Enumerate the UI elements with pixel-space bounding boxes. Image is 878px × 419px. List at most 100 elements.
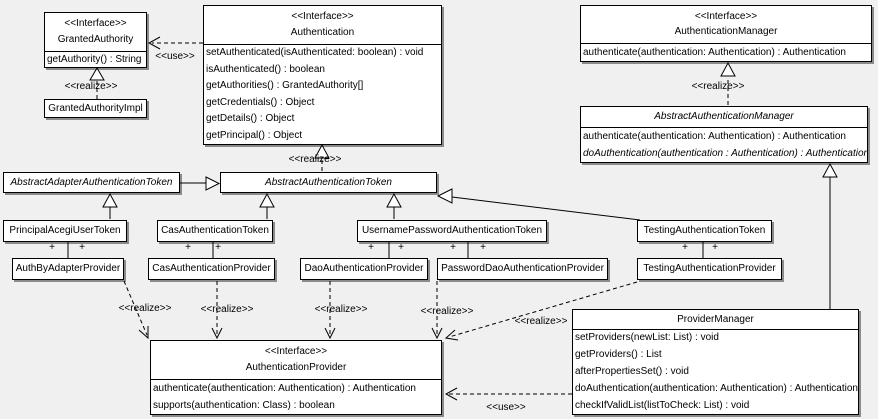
multiplicity-plus: + (712, 242, 718, 253)
realize-abstract-manager-to-authentication-manager-edge (720, 61, 736, 105)
class-name: AuthByAdapterProvider (15, 263, 121, 274)
use-authentication-to-granted-authority-edge (147, 36, 203, 50)
method: authenticate(authentication: Authenticat… (153, 382, 416, 394)
class-name: CasAuthenticationProvider (152, 263, 271, 274)
methods-compartment: getAuthority() : String (45, 51, 146, 67)
class-principal-acegi-user-token[interactable]: PrincipalAcegiUserToken (3, 220, 127, 242)
class-name: DaoAuthenticationProvider (304, 263, 424, 274)
realize-granted-authority-impl-edge (89, 67, 105, 99)
class-granted-authority[interactable]: <<Interface>> GrantedAuthority getAuthorit… (44, 12, 147, 68)
realize-testing-provider-edge (444, 281, 638, 341)
method: authenticate(authentication: Authenticat… (583, 46, 846, 58)
class-username-password-authentication-token[interactable]: UsernamePasswordAuthenticationToken (357, 220, 547, 242)
class-password-dao-authentication-provider[interactable]: PasswordDaoAuthenticationProvider (437, 258, 608, 280)
class-dao-authentication-provider[interactable]: DaoAuthenticationProvider (300, 258, 428, 280)
class-cas-authentication-token[interactable]: CasAuthenticationToken (157, 220, 273, 242)
methods-compartment: authenticate(authentication: Authenticat… (581, 127, 867, 162)
class-authentication[interactable]: <<Interface>>Authentication setAuthentica… (203, 5, 442, 145)
title-compartment: <<Interface>> AuthenticationManager (581, 6, 871, 43)
method: checkIfValidList(listToCheck: List) : vo… (575, 399, 750, 411)
method: getCredentials() : Object (206, 96, 315, 108)
generalization-testing-token-to-abstract-token (436, 188, 641, 221)
class-authentication-manager[interactable]: <<Interface>> AuthenticationManager authen… (580, 5, 872, 62)
class-provider-manager[interactable]: ProviderManager setProviders(newList: Lis… (572, 309, 859, 415)
multiplicity-plus: + (215, 242, 221, 253)
method: getAuthorities() : GrantedAuthority[] (206, 80, 364, 92)
realize-cas-provider-edge (211, 281, 223, 340)
title-compartment: AbstractAdapterAuthenticationToken (4, 173, 179, 192)
title-compartment: CasAuthenticationToken (158, 221, 272, 241)
method: supports(authentication: Class) : boolea… (153, 399, 335, 411)
multiplicity-plus: + (682, 242, 688, 253)
multiplicity-plus: + (185, 242, 191, 253)
class-name: AbstractAuthenticationToken (265, 176, 392, 188)
class-abstract-authentication-manager[interactable]: AbstractAuthenticationManager authenticat… (580, 106, 868, 163)
stereotype-label: <<Interface>> (64, 18, 127, 29)
class-name: AuthenticationManager (674, 26, 778, 38)
class-auth-by-adapter-provider[interactable]: AuthByAdapterProvider (12, 258, 124, 280)
class-authentication-provider[interactable]: <<Interface>> AuthenticationProvider authe… (150, 340, 442, 415)
method: afterPropertiesSet() : void (575, 365, 689, 377)
title-compartment: ProviderManager (573, 310, 858, 329)
method: isAuthenticated() : boolean (206, 63, 325, 75)
title-compartment: TestingAuthenticationToken (638, 221, 771, 241)
realize-dao-provider-edge (324, 281, 336, 340)
class-name: ProviderManager (677, 313, 754, 325)
stereotype-label: <<Interface>> (291, 11, 354, 22)
method: getAuthority() : String (47, 53, 142, 65)
generalization-principal-token-to-adapter-token (102, 192, 118, 219)
title-compartment: <<Interface>> AuthenticationProvider (151, 341, 441, 379)
title-compartment: PrincipalAcegiUserToken (4, 221, 126, 241)
generalization-username-password-token-to-abstract-token (386, 192, 402, 219)
use-granted-authority-label: <<use>> (155, 51, 195, 62)
method: getPrincipal() : Object (206, 129, 303, 141)
method: doAuthentication(authentication : Authen… (583, 147, 867, 159)
class-name: GrantedAuthority (57, 34, 134, 45)
class-name: AuthenticationProvider (245, 362, 347, 373)
title-compartment: TestingAuthenticationProvider (638, 259, 781, 279)
realize-cas-authentication-provider-label: <<realize>> (200, 304, 254, 315)
methods-compartment: authenticate(authentication: Authenticat… (581, 43, 871, 61)
method: setProviders(newList: List) : void (575, 332, 719, 344)
title-compartment: GrantedAuthorityImpl (45, 100, 146, 117)
realize-dao-authentication-provider-label: <<realize>> (314, 304, 368, 315)
realize-abstract-authentication-manager-label: <<realize>> (691, 81, 745, 92)
class-testing-authentication-provider[interactable]: TestingAuthenticationProvider (637, 258, 782, 280)
multiplicity-plus: + (450, 242, 456, 253)
class-name: AbstractAdapterAuthenticationToken (10, 176, 173, 188)
class-abstract-adapter-authentication-token[interactable]: AbstractAdapterAuthenticationToken (3, 172, 180, 193)
stereotype-label: <<Interface>> (264, 346, 328, 357)
realize-testing-authentication-provider-label: <<realize>> (514, 316, 568, 327)
multiplicity-plus: + (49, 242, 55, 253)
class-granted-authority-impl[interactable]: GrantedAuthorityImpl (44, 99, 147, 118)
method: setAuthenticated(isAuthenticated: boolea… (206, 47, 424, 59)
title-compartment: UsernamePasswordAuthenticationToken (358, 221, 546, 241)
realize-auth-by-adapter-provider-edge (123, 280, 149, 340)
title-compartment: <<Interface>>Authentication (204, 6, 441, 44)
class-cas-authentication-provider[interactable]: CasAuthenticationProvider (148, 258, 275, 280)
method: authenticate(authentication: Authenticat… (583, 130, 846, 142)
generalization-adapter-token-to-abstract-token (180, 176, 221, 191)
class-name: GrantedAuthorityImpl (48, 102, 143, 114)
realize-password-dao-authentication-provider-label: <<realize>> (420, 306, 474, 317)
method: doAuthentication(authentication: Authent… (575, 382, 858, 394)
title-compartment: AuthByAdapterProvider (13, 259, 123, 279)
class-name: PasswordDaoAuthenticationProvider (441, 263, 604, 274)
title-compartment: AbstractAuthenticationToken (221, 173, 436, 192)
class-abstract-authentication-token[interactable]: AbstractAuthenticationToken (220, 172, 437, 193)
stereotype-label: <<Interface>> (694, 10, 758, 22)
generalization-cas-token-to-abstract-token (259, 192, 275, 219)
class-name: CasAuthenticationToken (161, 225, 269, 236)
use-provider-manager-label: <<use>> (486, 402, 526, 413)
class-name: TestingAuthenticationProvider (643, 263, 776, 274)
method: getDetails() : Object (206, 113, 295, 125)
multiplicity-plus: + (368, 242, 374, 253)
multiplicity-plus: + (79, 242, 85, 253)
title-compartment: <<Interface>> GrantedAuthority (45, 13, 146, 51)
class-testing-authentication-token[interactable]: TestingAuthenticationToken (637, 220, 772, 242)
methods-compartment: setAuthenticated(isAuthenticated: boolea… (204, 44, 441, 144)
title-compartment: AbstractAuthenticationManager (581, 107, 867, 127)
realize-password-dao-provider-edge (431, 281, 443, 340)
